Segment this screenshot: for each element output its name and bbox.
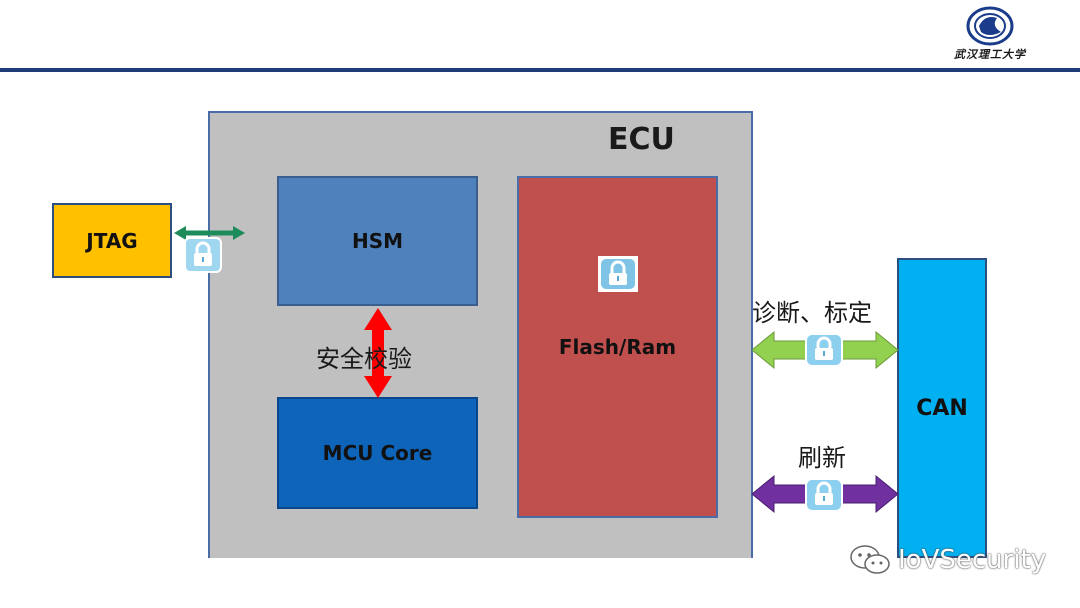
- refresh-label: 刷新: [798, 444, 846, 472]
- can-label: CAN: [916, 395, 968, 421]
- university-logo: [966, 6, 1014, 46]
- mcu-core-box: MCU Core: [277, 397, 478, 509]
- lock-icon: [805, 478, 843, 512]
- hsm-box: HSM: [277, 176, 478, 306]
- lock-icon: [597, 255, 639, 293]
- watermark: IoVSecurity: [848, 540, 1068, 580]
- jtag-label: JTAG: [86, 228, 138, 253]
- security-check-label: 安全校验: [316, 345, 412, 373]
- jtag-box: JTAG: [52, 203, 172, 278]
- flash-ram-box: Flash/Ram: [517, 176, 718, 518]
- hsm-label: HSM: [351, 229, 404, 253]
- wechat-icon: [850, 545, 890, 574]
- mcu-label: MCU Core: [322, 441, 433, 465]
- watermark-text: IoVSecurity: [898, 545, 1047, 575]
- ecu-label: ECU: [608, 122, 675, 157]
- diag-calibration-label: 诊断、标定: [752, 299, 872, 327]
- can-box: CAN: [897, 258, 987, 558]
- lock-icon: [184, 237, 222, 273]
- logo-caption: 武汉理工大学: [954, 48, 1026, 61]
- lock-icon: [805, 333, 843, 367]
- header-divider: [0, 68, 1080, 72]
- flash-label: Flash/Ram: [558, 335, 677, 359]
